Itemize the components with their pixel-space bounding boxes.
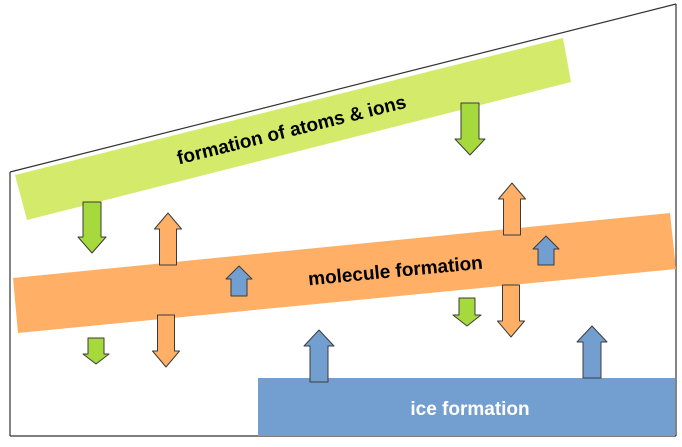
atoms-band bbox=[15, 38, 571, 220]
arrow-down-green-2 bbox=[454, 102, 486, 156]
arrow-up-blue-2 bbox=[532, 235, 560, 266]
arrow-up-orange-2 bbox=[498, 182, 526, 236]
arrow-down-green-1 bbox=[77, 201, 107, 254]
arrow-up-blue-3 bbox=[303, 329, 335, 383]
molecules-band bbox=[13, 213, 676, 333]
ice-band bbox=[258, 378, 675, 436]
arrow-down-orange-2 bbox=[497, 284, 525, 338]
arrows bbox=[77, 102, 608, 383]
ice-band-label: ice formation bbox=[410, 399, 529, 420]
arrow-up-blue-1 bbox=[225, 265, 253, 297]
arrow-down-orange-1 bbox=[152, 314, 180, 368]
arrow-up-orange-1 bbox=[154, 212, 182, 266]
arrow-up-blue-4 bbox=[576, 325, 608, 379]
arrow-down-green-3 bbox=[82, 337, 110, 365]
frame bbox=[9, 3, 677, 437]
frame-top-slope bbox=[9, 3, 677, 173]
arrow-down-green-4 bbox=[452, 297, 482, 327]
